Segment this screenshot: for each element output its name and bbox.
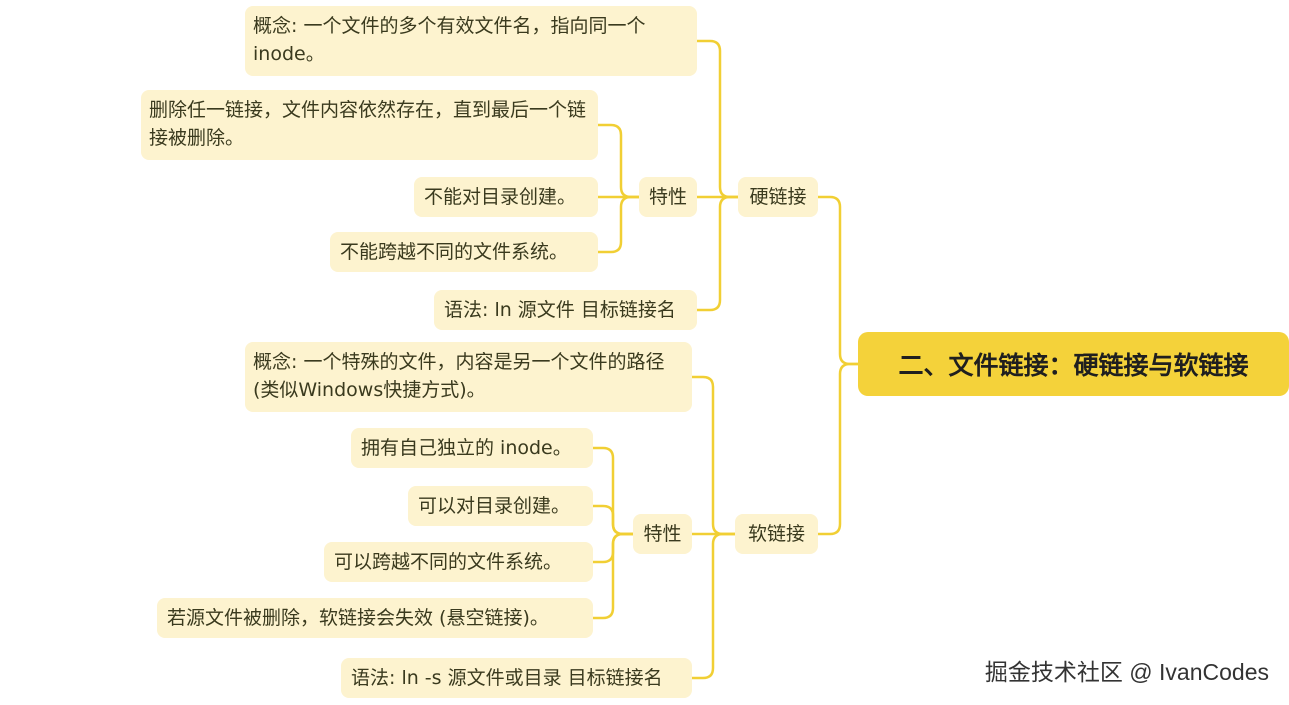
connector-hard-f3	[596, 195, 641, 254]
watermark: 掘金技术社区 @ IvanCodes	[984, 659, 1269, 685]
soft-syntax-text: 语法: ln -s 源文件或目录 目标链接名	[351, 667, 663, 689]
connector-hard-f1	[596, 123, 641, 199]
soft-features-node[interactable]: 特性	[633, 514, 692, 554]
soft-feature-2[interactable]: 可以对目录创建。	[408, 486, 593, 526]
soft-feature-1[interactable]: 拥有自己独立的 inode。	[351, 428, 593, 468]
hard-features-node[interactable]: 特性	[639, 177, 697, 217]
hard-syntax-node[interactable]: 语法: ln 源文件 目标链接名	[434, 290, 697, 330]
connector-hard-concept	[695, 39, 740, 199]
soft-concept-text: 概念: 一个特殊的文件，内容是另一个文件的路径 (类似Windows快捷方式)。	[253, 351, 665, 401]
root-topic[interactable]: 二、文件链接：硬链接与软链接	[858, 332, 1289, 396]
soft-feature-1-text: 拥有自己独立的 inode。	[361, 437, 572, 459]
connector-root-soft	[816, 362, 860, 536]
soft-feature-4[interactable]: 若源文件被删除，软链接会失效 (悬空链接)。	[157, 598, 593, 638]
soft-feature-2-text: 可以对目录创建。	[418, 495, 571, 517]
connector-soft-f4	[591, 532, 635, 620]
hard-link-label: 硬链接	[749, 186, 807, 208]
connector-soft-f2	[591, 504, 635, 536]
soft-concept-node[interactable]: 概念: 一个特殊的文件，内容是另一个文件的路径 (类似Windows快捷方式)。	[245, 342, 692, 412]
soft-link-node[interactable]: 软链接	[735, 514, 818, 554]
hard-features-label: 特性	[648, 186, 687, 208]
connector-soft-syntax	[690, 532, 737, 680]
soft-syntax-node[interactable]: 语法: ln -s 源文件或目录 目标链接名	[341, 658, 692, 698]
hard-concept-text: 概念: 一个文件的多个有效文件名，指向同一个 inode。	[253, 15, 646, 65]
hard-feature-1[interactable]: 删除任一链接，文件内容依然存在，直到最后一个链接被删除。	[141, 90, 598, 160]
connector-hard-syntax	[695, 195, 740, 312]
soft-link-label: 软链接	[747, 523, 805, 545]
soft-features-label: 特性	[643, 523, 682, 545]
hard-concept-node[interactable]: 概念: 一个文件的多个有效文件名，指向同一个 inode。	[245, 6, 697, 76]
connector-soft-concept	[690, 375, 737, 536]
soft-feature-3[interactable]: 可以跨越不同的文件系统。	[324, 542, 593, 582]
hard-syntax-text: 语法: ln 源文件 目标链接名	[444, 299, 676, 321]
soft-feature-3-text: 可以跨越不同的文件系统。	[334, 551, 563, 573]
hard-feature-3-text: 不能跨越不同的文件系统。	[340, 241, 569, 263]
connector-root-hard	[816, 195, 860, 366]
hard-feature-1-text: 删除任一链接，文件内容依然存在，直到最后一个链接被删除。	[149, 99, 587, 149]
hard-feature-2[interactable]: 不能对目录创建。	[414, 177, 598, 217]
hard-link-node[interactable]: 硬链接	[738, 177, 818, 217]
hard-feature-3[interactable]: 不能跨越不同的文件系统。	[330, 232, 598, 272]
hard-feature-2-text: 不能对目录创建。	[424, 186, 577, 208]
soft-feature-4-text: 若源文件被删除，软链接会失效 (悬空链接)。	[167, 607, 549, 629]
root-topic-label: 二、文件链接：硬链接与软链接	[898, 351, 1249, 380]
